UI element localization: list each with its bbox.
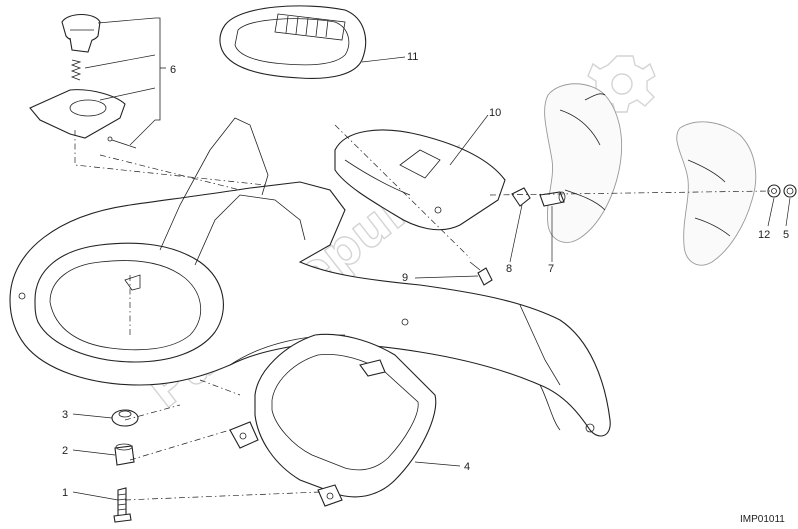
callout-3: 3 [62, 409, 68, 421]
callout-4: 4 [464, 461, 470, 473]
screw-part-1 [113, 487, 132, 523]
callout-2: 2 [62, 445, 68, 457]
callouts: 1 2 3 4 5 6 7 8 9 10 11 12 [62, 51, 789, 499]
fairing-frame [9, 117, 611, 437]
instrument-cover [219, 5, 367, 79]
callout-11: 11 [407, 51, 418, 63]
callout-5: 5 [783, 229, 789, 241]
callout-9: 9 [402, 272, 408, 284]
clip-part [511, 187, 531, 207]
nut-part [783, 184, 797, 198]
callout-7: 7 [548, 263, 554, 275]
button-assembly [29, 13, 137, 149]
callout-12: 12 [758, 229, 770, 241]
callout-6: 6 [170, 64, 176, 76]
callout-10: 10 [489, 107, 501, 119]
callout-1: 1 [62, 487, 68, 499]
group-bracket [155, 17, 161, 121]
screw-part-9 [469, 261, 493, 286]
fairing-bracket-right [676, 121, 757, 266]
grommet-part-3 [111, 409, 139, 427]
instrument-panel [229, 333, 437, 507]
washer-part [767, 184, 781, 198]
callout-8: 8 [506, 263, 512, 275]
leader-lines [72, 17, 791, 501]
assembly-lines [74, 124, 771, 501]
drawing-code: IMP01011 [740, 514, 785, 525]
watermark-gear-icon [587, 55, 656, 113]
fairing-bracket-left [544, 83, 623, 243]
spacer-part-2 [114, 443, 135, 466]
spacer-part [539, 191, 566, 207]
